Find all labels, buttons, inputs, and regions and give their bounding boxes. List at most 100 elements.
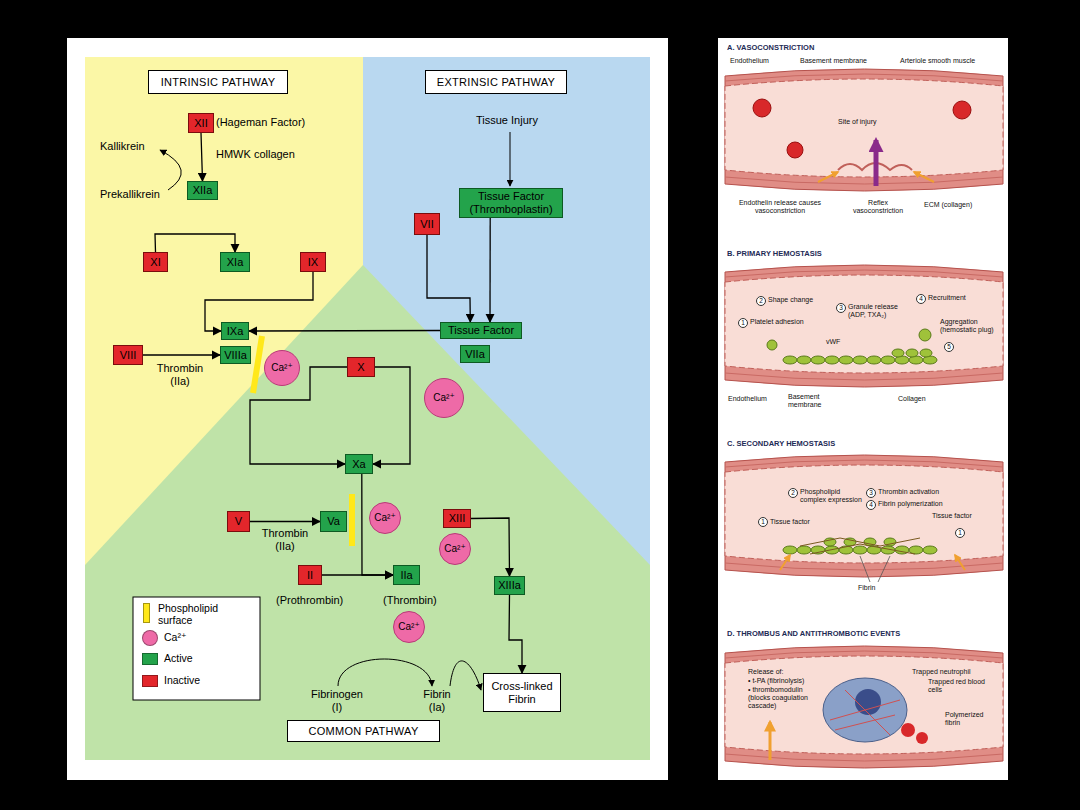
calcium-circle: Ca²⁺: [439, 533, 471, 565]
node-text: XIII: [449, 512, 466, 525]
calcium-circle: Ca²⁺: [369, 502, 401, 534]
annotation-label: Recruitment: [928, 294, 990, 302]
annotation-label: Fibrin (Ia): [414, 688, 460, 713]
annotation-label: Endothelium: [730, 57, 790, 65]
node-text: Va: [327, 515, 340, 528]
panel-heading: B. PRIMARY HEMOSTASIS: [727, 250, 987, 259]
annotation-label: Tissue factor: [770, 518, 830, 526]
node-text: XIa: [227, 256, 244, 269]
factor-box: XI: [143, 252, 168, 272]
annotation-label: Polymerized fibrin: [945, 711, 995, 727]
callout-number: 4: [916, 294, 926, 304]
factor-box: XIIa: [187, 181, 218, 200]
node-text: XIIa: [193, 184, 213, 197]
node-text: X: [357, 361, 364, 374]
connector-arrow: [143, 354, 220, 355]
connector-arrow: [373, 367, 410, 464]
callout-number: 2: [756, 296, 766, 306]
annotation-label: Tissue factor: [932, 512, 994, 520]
calcium-circle: Ca²⁺: [264, 350, 300, 386]
factor-box: XII: [188, 113, 214, 133]
annotation-label: (Prothrombin): [276, 594, 360, 607]
annotation-label: Endothelium: [728, 395, 783, 403]
annotation-label: Collagen: [898, 395, 948, 403]
node-text: VIIIa: [224, 349, 247, 362]
factor-box: Cross-linked Fibrin: [483, 673, 561, 712]
callout-number: 2: [788, 488, 798, 498]
pathway-header-box: COMMON PATHWAY: [287, 720, 440, 742]
legend-text: Ca²⁺: [164, 631, 244, 643]
callout-number: 4: [866, 500, 876, 510]
callout-number: 5: [944, 342, 954, 352]
node-text: XI: [150, 256, 160, 269]
factor-box: Xa: [345, 454, 373, 474]
annotation-label: Granule release (ADP, TXA₂): [848, 303, 914, 319]
factor-box: Va: [320, 511, 347, 532]
annotation-label: Reflex vasoconstriction: [846, 199, 910, 215]
connector-arrow: [509, 595, 522, 673]
node-text: INTRINSIC PATHWAY: [161, 76, 276, 89]
legend-text: Active: [164, 652, 244, 664]
connector-arrow: [201, 133, 203, 181]
annotation-label: (Thrombin): [383, 594, 447, 607]
annotation-label: Fibrinogen (I): [305, 688, 369, 713]
node-text: Tissue Factor: [448, 324, 514, 337]
calcium-circle: Ca²⁺: [424, 378, 464, 418]
connector-arrow: [250, 367, 347, 464]
legend-swatch: [142, 630, 158, 646]
node-text: IXa: [227, 325, 244, 338]
callout-number: 3: [836, 303, 846, 313]
panel-heading: D. THROMBUS AND ANTITHROMBOTIC EVENTS: [727, 630, 997, 639]
node-text: VIIa: [465, 348, 485, 361]
panel-heading: C. SECONDARY HEMOSTASIS: [727, 440, 987, 449]
factor-box: Tissue Factor: [440, 322, 522, 339]
node-text: IX: [308, 256, 318, 269]
legend-swatch: [142, 675, 158, 687]
factor-box: VII: [414, 213, 440, 235]
annotation-label: Trapped red blood cells: [928, 678, 990, 694]
legend-swatch: [143, 603, 150, 623]
node-text: Ca²⁺: [444, 543, 465, 555]
annotation-label: • t-PA (fibrinolysis): [748, 677, 828, 685]
annotation-label: Basement membrane: [788, 393, 836, 409]
connector-arrow: [322, 574, 393, 575]
callout-number: 3: [866, 488, 876, 498]
annotation-label: Kallikrein: [100, 140, 170, 153]
node-text: Tissue Factor (Thromboplastin): [460, 190, 562, 215]
connector-arrow: [155, 234, 235, 252]
node-text: XIIIa: [498, 579, 521, 592]
annotation-label: Platelet adhesion: [750, 318, 820, 326]
annotation-label: Site of injury: [838, 118, 908, 126]
connector-arrow: [427, 235, 470, 322]
node-text: Cross-linked Fibrin: [484, 680, 560, 705]
annotation-label: Basement membrane: [800, 57, 890, 65]
callout-number: 1: [738, 318, 748, 328]
annotation-label: Arteriole smooth muscle: [900, 57, 1000, 65]
annotation-label: vWF: [826, 338, 856, 346]
annotation-label: Aggregation (hemostatic plug): [940, 318, 1000, 334]
annotation-label: Endothelin release causes vasoconstricti…: [738, 199, 822, 215]
factor-box: XIIIa: [494, 576, 525, 595]
annotation-label: ECM (collagen): [924, 201, 1000, 209]
node-text: COMMON PATHWAY: [308, 725, 418, 738]
annotation-label: Thrombin activation: [878, 488, 968, 496]
annotation-label: Release of:: [748, 668, 828, 676]
pathway-header-box: EXTRINSIC PATHWAY: [425, 70, 567, 94]
factor-box: IX: [300, 252, 326, 272]
node-text: Ca²⁺: [433, 392, 454, 404]
factor-box: II: [298, 565, 322, 585]
annotation-label: • thrombomodulin (blocks coagulation cas…: [748, 686, 824, 710]
factor-box: X: [347, 357, 375, 377]
factor-box: VIIIa: [220, 346, 251, 364]
connector-arrow: [250, 521, 320, 522]
factor-box: XIII: [443, 509, 471, 528]
panel-heading: A. VASOCONSTRICTION: [727, 44, 987, 53]
connector-arrow: [471, 518, 510, 576]
pathway-header-box: INTRINSIC PATHWAY: [148, 70, 288, 94]
calcium-circle: Ca²⁺: [393, 611, 425, 643]
node-text: IIa: [400, 569, 412, 582]
annotation-label: Shape change: [768, 296, 828, 304]
node-text: Ca²⁺: [398, 621, 419, 633]
factor-box: V: [227, 511, 250, 532]
annotation-label: Tissue Injury: [476, 114, 566, 127]
